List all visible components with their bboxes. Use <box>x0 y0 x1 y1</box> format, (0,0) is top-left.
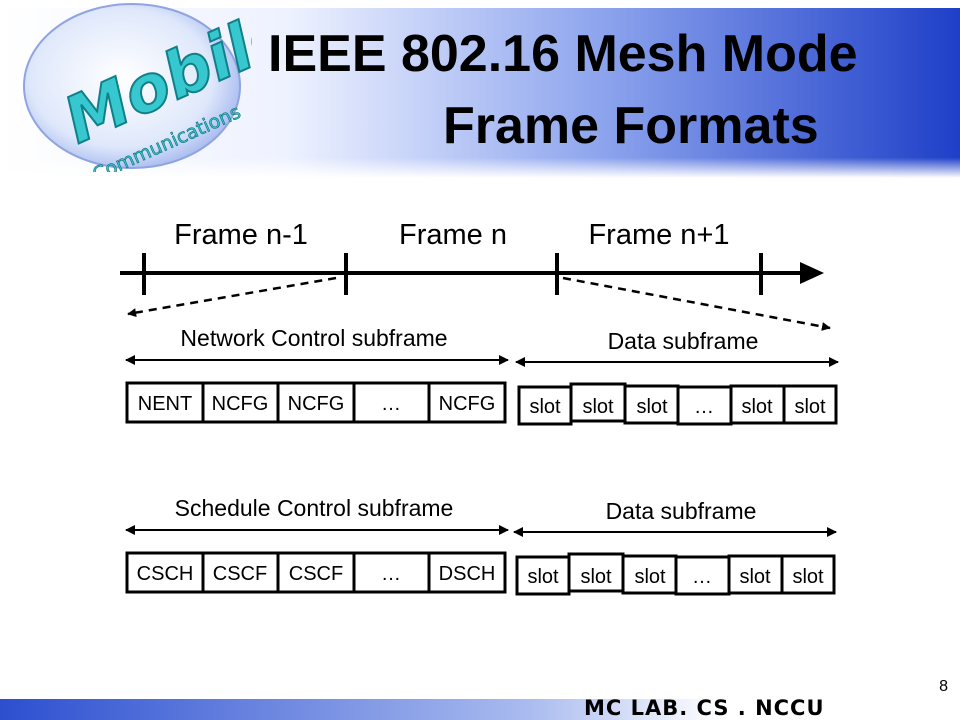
slide-title-line1: IEEE 802.16 Mesh Mode <box>268 25 858 83</box>
data-subframe-label-1: Data subframe <box>608 328 759 354</box>
cell-ellipsis: … <box>381 393 401 415</box>
cell-slot: slot <box>792 566 824 588</box>
schedule-control-subframe-label: Schedule Control subframe <box>175 495 454 521</box>
expansion-line-right <box>562 276 831 331</box>
cell-nent: NENT <box>138 393 192 415</box>
data-subframe-label-2: Data subframe <box>606 498 757 524</box>
page-number: 8 <box>939 678 948 695</box>
cell-slot: slot <box>527 566 559 588</box>
cell-slot: slot <box>580 566 612 588</box>
cell-slot: slot <box>741 396 773 418</box>
expansion-line-left <box>127 276 337 318</box>
cell-slot: slot <box>739 566 771 588</box>
cell-slot: slot <box>634 566 666 588</box>
network-control-subframe-label: Network Control subframe <box>180 325 447 351</box>
cell-cscf: CSCF <box>289 563 343 585</box>
cell-ncfg: NCFG <box>212 393 269 415</box>
cell-ellipsis: … <box>694 396 714 418</box>
footer-lab-name: MC LAB. CS . NCCU <box>584 696 825 720</box>
cell-slot: slot <box>636 396 668 418</box>
cell-slot: slot <box>529 396 561 418</box>
cell-slot: slot <box>582 396 614 418</box>
network-control-cells <box>125 381 507 424</box>
cell-ellipsis: … <box>381 563 401 585</box>
data-slot-cells-2 <box>515 552 836 596</box>
cell-ncfg: NCFG <box>439 393 496 415</box>
cell-cscf: CSCF <box>213 563 267 585</box>
cell-ellipsis: … <box>692 566 712 588</box>
cell-ncfg: NCFG <box>288 393 345 415</box>
slide-title-line2: Frame Formats <box>443 97 819 155</box>
mobile-communications-logo: Mobile Communications <box>23 0 252 172</box>
cell-slot: slot <box>794 396 826 418</box>
data-slot-cells-1 <box>517 382 838 426</box>
frame-label-prev: Frame n-1 <box>174 219 308 251</box>
schedule-control-cells <box>125 551 507 594</box>
timeline-axis <box>120 253 824 295</box>
cell-dsch: DSCH <box>439 563 496 585</box>
cell-csch: CSCH <box>137 563 194 585</box>
frame-label-current: Frame n <box>399 219 507 251</box>
frame-label-next: Frame n+1 <box>588 219 729 251</box>
footer-band <box>0 699 960 720</box>
